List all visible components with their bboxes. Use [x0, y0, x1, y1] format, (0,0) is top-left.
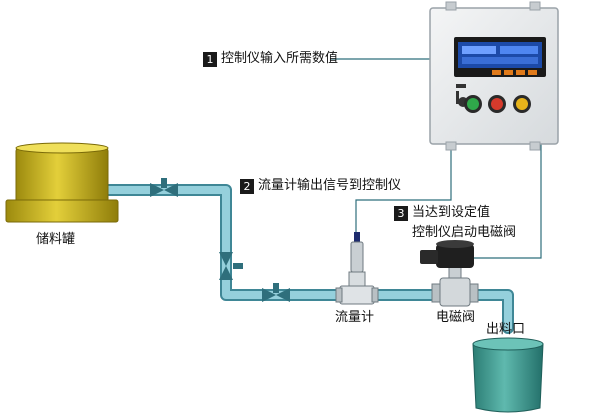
controller-display — [454, 37, 546, 77]
outlet-bucket — [472, 337, 544, 413]
step-1-text: 控制仪输入所需数值 — [221, 51, 339, 66]
pipe-valve — [219, 252, 243, 280]
red-button — [488, 95, 506, 113]
outlet-label: 出料口 — [486, 322, 526, 337]
green-button — [464, 95, 482, 113]
tank-label: 储料罐 — [36, 232, 76, 247]
step-3-text-line2: 控制仪启动电磁阀 — [412, 225, 517, 240]
yellow-button — [513, 95, 531, 113]
solenoid-valve — [420, 240, 479, 307]
flowmeter-label: 流量计 — [335, 310, 375, 325]
step-3-annotation: 3 当达到设定值 — [394, 205, 490, 221]
pipe-valve — [262, 283, 290, 302]
pipe-network — [102, 184, 514, 334]
valve-label: 电磁阀 — [436, 310, 476, 325]
step-1-number: 1 — [203, 52, 217, 67]
step-2-annotation: 2 流量计输出信号到控制仪 — [240, 178, 401, 194]
storage-tank — [5, 142, 119, 223]
signal-lines — [330, 58, 542, 259]
flow-meter — [335, 232, 379, 305]
step-1-annotation: 1 控制仪输入所需数值 — [203, 51, 338, 67]
step-2-number: 2 — [240, 179, 254, 194]
step-3-number: 3 — [394, 206, 408, 221]
step-2-text: 流量计输出信号到控制仪 — [258, 178, 402, 193]
step-3-text-line1: 当达到设定值 — [412, 205, 491, 220]
pipe-valve — [150, 178, 178, 197]
